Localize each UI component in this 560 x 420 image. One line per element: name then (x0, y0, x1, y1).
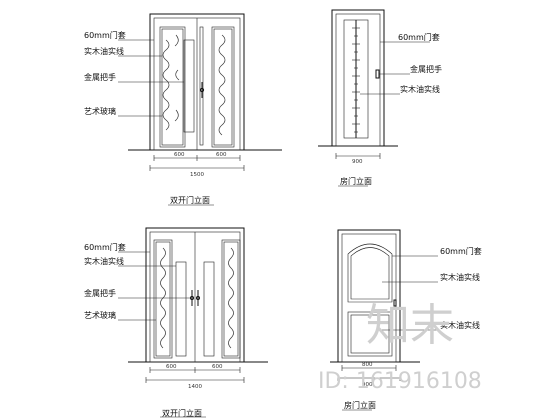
watermark-logo: 知末 (366, 300, 454, 351)
dim-total-bottom-left: 1400 (188, 384, 202, 390)
callout-wood-lower-bottom-right: 实木油实线 (440, 320, 480, 330)
caption-bottom-right: 房门立面 (344, 400, 376, 410)
single-door-elevation-bottom (330, 229, 438, 381)
callout-wood-bottom-left: 实木油实线 (84, 256, 124, 266)
watermark-id: ID: 161916108 (318, 369, 482, 394)
callout-frame-top-left: 60mm门套 (84, 30, 126, 40)
callout-glass-bottom-left: 艺术玻璃 (84, 310, 116, 320)
dim-total-bottom-right: 900 (362, 382, 373, 388)
callout-wood-top-right: 实木油实线 (400, 84, 440, 94)
caption-top-right: 房门立面 (340, 176, 372, 186)
callout-glass-top-left: 艺术玻璃 (84, 106, 116, 116)
dim-total-top-left: 1500 (190, 172, 204, 178)
dim-right-leaf-bottom-left: 600 (212, 364, 223, 370)
callout-wood-upper-bottom-right: 实木油实线 (440, 272, 480, 282)
single-door-elevation-top (318, 9, 430, 159)
dim-right-leaf-top-left: 600 (216, 152, 227, 158)
callout-frame-bottom-left: 60mm门套 (84, 242, 126, 252)
callout-frame-bottom-right: 60mm门套 (440, 246, 482, 256)
dim-left-leaf-top-left: 600 (174, 152, 185, 158)
double-door-elevation-top (118, 13, 282, 171)
callout-handle-bottom-left: 金属把手 (84, 288, 116, 298)
callout-wood-top-left: 实木油实线 (84, 46, 124, 56)
caption-top-left: 双开门立面 (170, 195, 210, 205)
callout-handle-top-right: 金属把手 (410, 64, 442, 74)
callout-handle-top-left: 金属把手 (84, 72, 116, 82)
dim-width-top-right: 900 (352, 159, 363, 165)
caption-bottom-left: 双开门立面 (162, 408, 202, 418)
dim-leaf-bottom-right: 800 (362, 362, 373, 368)
dim-left-leaf-bottom-left: 600 (166, 364, 177, 370)
double-door-elevation-bottom (118, 227, 268, 383)
callout-frame-top-right: 60mm门套 (398, 32, 440, 42)
